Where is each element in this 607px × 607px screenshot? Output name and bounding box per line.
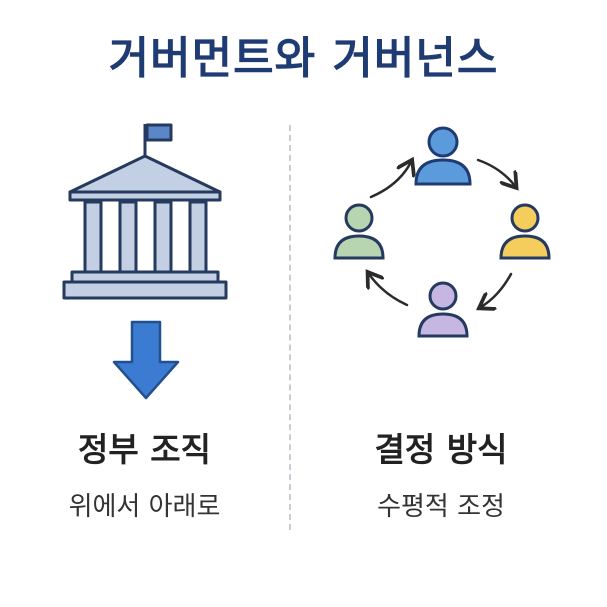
governance-subtext: 수평적 조정: [377, 492, 505, 522]
government-heading: 정부 조직: [78, 430, 211, 469]
purple-person-icon: [417, 281, 469, 338]
governance-illustration: [333, 126, 551, 338]
cycle-arrows-icon: [369, 160, 515, 307]
government-illustration: [62, 123, 228, 400]
green-person-icon: [333, 203, 385, 260]
column-divider: [289, 125, 291, 530]
page-title: 거버먼트와 거버넌스: [108, 33, 499, 84]
government-subtext: 위에서 아래로: [68, 492, 221, 522]
government-building-icon: [62, 123, 228, 300]
blue-person-icon: [414, 126, 472, 186]
governance-heading: 결정 방식: [374, 430, 508, 469]
yellow-person-icon: [499, 203, 551, 260]
down-arrow-icon: [112, 320, 180, 400]
